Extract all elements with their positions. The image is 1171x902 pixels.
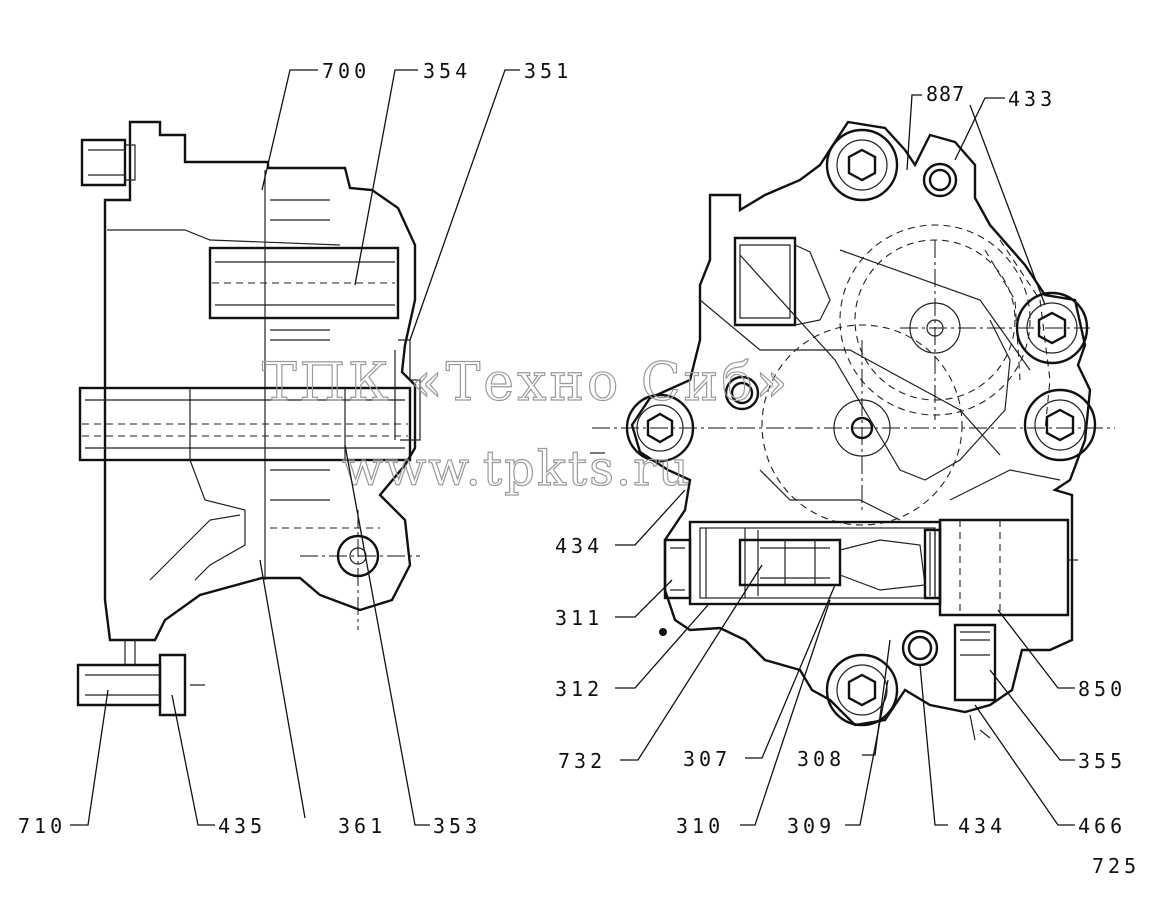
callout-311: 311 xyxy=(555,606,603,630)
callout-310: 310 xyxy=(676,814,724,838)
o-ring-top xyxy=(922,162,958,198)
watermark: ТПК «Техно Сиб» www.tpkts.ru xyxy=(261,352,790,497)
callout-725: 725 xyxy=(1092,854,1140,878)
bolt-boss-right-upper xyxy=(1015,291,1089,365)
callout-850: 850 xyxy=(1078,677,1126,701)
callout-353: 353 xyxy=(433,814,481,838)
bolt-boss-top xyxy=(825,128,899,202)
callout-354: 354 xyxy=(423,59,471,83)
bolt-boss-left xyxy=(625,393,695,463)
callout-labels: 700 354 351 887 433 434 311 312 732 307 … xyxy=(18,59,1140,878)
callout-887: 887 xyxy=(926,82,965,106)
callout-361: 361 xyxy=(338,814,386,838)
watermark-company: ТПК «Техно Сиб» xyxy=(262,353,790,413)
callout-312: 312 xyxy=(555,677,603,701)
callout-732: 732 xyxy=(558,749,606,773)
callout-434-upper: 434 xyxy=(555,534,603,558)
bolt-boss-bottom xyxy=(825,653,899,727)
callout-700: 700 xyxy=(322,59,370,83)
callout-466: 466 xyxy=(1078,814,1126,838)
bolt-boss-right-lower xyxy=(1023,388,1097,462)
o-ring-left xyxy=(724,375,760,411)
callout-433: 433 xyxy=(1008,87,1056,111)
callout-307: 307 xyxy=(683,747,731,771)
right-front-view xyxy=(590,120,1115,741)
leader-lines xyxy=(70,69,1075,826)
watermark-url: www.tpkts.ru xyxy=(342,441,691,497)
callout-309: 309 xyxy=(787,814,835,838)
callout-435: 435 xyxy=(218,814,266,838)
callout-355: 355 xyxy=(1078,749,1126,773)
callout-710: 710 xyxy=(18,814,66,838)
callout-308: 308 xyxy=(797,747,845,771)
spool-valve-assembly xyxy=(663,518,1078,617)
left-side-view xyxy=(76,120,421,717)
callout-351: 351 xyxy=(524,59,572,83)
callout-434-lower: 434 xyxy=(958,814,1006,838)
